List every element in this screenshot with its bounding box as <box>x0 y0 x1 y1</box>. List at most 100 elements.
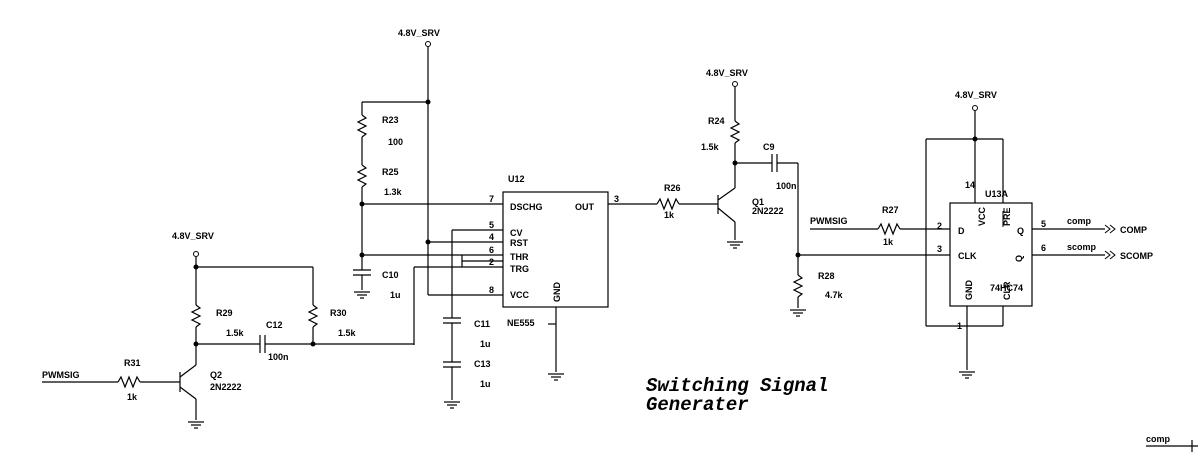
svg-text:2N2222: 2N2222 <box>752 206 784 216</box>
svg-text:COMP: COMP <box>1120 225 1147 235</box>
svg-text:R30: R30 <box>330 308 347 318</box>
svg-text:R25: R25 <box>382 167 399 177</box>
pwmsig-net-label-right: PWMSIG <box>810 216 848 226</box>
power-rail-top: 4.8V_SRV <box>362 28 440 295</box>
svg-text:3: 3 <box>614 194 619 204</box>
title-line-1: Switching Signal <box>646 375 828 397</box>
svg-text:C13: C13 <box>474 359 491 369</box>
svg-text:R31: R31 <box>124 358 141 368</box>
svg-text:C11: C11 <box>474 319 490 329</box>
svg-text:R23: R23 <box>382 115 399 125</box>
transistor-q1: Q1 2N2222 <box>717 163 784 249</box>
resistor-r28: R28 4.7k <box>789 254 950 317</box>
svg-text:8: 8 <box>489 285 494 295</box>
resistor-r24: 4.8V_SRV R24 1.5k <box>701 68 748 166</box>
capacitor-c11: C11 1u <box>443 317 491 362</box>
svg-text:Q: Q <box>1014 255 1024 262</box>
svg-text:R28: R28 <box>818 271 835 281</box>
ic-u13a-74hc74: 4.8V_SRV U13A 14 D CLK VCC PRE GND CLR Q… <box>925 90 1046 379</box>
svg-text:GND: GND <box>552 282 562 303</box>
svg-text:1.5k: 1.5k <box>701 142 720 152</box>
svg-text:R24: R24 <box>708 116 725 126</box>
resistor-r23: R23 100 <box>356 102 403 165</box>
svg-text:1u: 1u <box>480 339 491 349</box>
svg-text:3: 3 <box>937 244 942 254</box>
svg-text:R27: R27 <box>882 205 899 215</box>
capacitor-c12: C12 100n <box>196 320 414 362</box>
svg-text:VCC: VCC <box>977 206 987 226</box>
capacitor-c9: C9 100n <box>735 142 801 258</box>
svg-text:NE555: NE555 <box>507 318 535 328</box>
svg-text:D: D <box>958 226 965 236</box>
svg-text:6: 6 <box>1041 243 1046 253</box>
svg-text:2: 2 <box>489 257 494 267</box>
svg-text:100n: 100n <box>268 352 289 362</box>
svg-text:DSCHG: DSCHG <box>510 202 543 212</box>
svg-text:4: 4 <box>489 232 494 242</box>
svg-text:1.3k: 1.3k <box>384 187 403 197</box>
svg-text:THR: THR <box>510 252 529 262</box>
svg-text:comp: comp <box>1146 434 1171 444</box>
output-scomp: scomp SCOMP <box>1032 242 1153 261</box>
resistor-r30: R30 1.5k <box>307 304 357 344</box>
power-rail-left: 4.8V_SRV <box>172 231 314 305</box>
svg-text:5: 5 <box>489 220 494 230</box>
resistor-r31: PWMSIG R31 1k <box>42 358 180 402</box>
svg-text:CV: CV <box>510 228 523 238</box>
svg-text:GND: GND <box>964 280 974 301</box>
svg-text:TRG: TRG <box>510 264 529 274</box>
svg-text:U13A: U13A <box>985 189 1009 199</box>
resistor-r26: R26 1k <box>608 183 718 220</box>
svg-text:1.5k: 1.5k <box>338 328 357 338</box>
svg-text:Q2: Q2 <box>210 370 222 380</box>
svg-text:1k: 1k <box>883 237 894 247</box>
svg-text:scomp: scomp <box>1067 242 1097 252</box>
svg-text:4.8V_SRV: 4.8V_SRV <box>706 68 748 78</box>
resistor-r27: PWMSIG R27 1k <box>810 205 950 247</box>
svg-text:CLR: CLR <box>1002 281 1012 300</box>
svg-text:100n: 100n <box>776 181 797 191</box>
svg-text:R29: R29 <box>216 308 233 318</box>
svg-text:6: 6 <box>489 245 494 255</box>
svg-text:SCOMP: SCOMP <box>1120 251 1153 261</box>
svg-text:74HC74: 74HC74 <box>990 283 1023 293</box>
svg-text:14: 14 <box>965 180 975 190</box>
capacitor-c10: C10 1u <box>353 269 401 300</box>
svg-text:Q1: Q1 <box>752 197 764 207</box>
svg-text:R26: R26 <box>664 183 681 193</box>
svg-text:C12: C12 <box>266 320 283 330</box>
svg-text:VCC: VCC <box>510 290 530 300</box>
svg-text:2N2222: 2N2222 <box>210 382 242 392</box>
capacitor-c13: C13 1u <box>443 359 491 409</box>
resistor-r25: R25 1.3k <box>356 164 403 270</box>
svg-text:1: 1 <box>957 321 962 331</box>
svg-text:4.7k: 4.7k <box>825 290 844 300</box>
pwmsig-net-label-left: PWMSIG <box>42 370 80 380</box>
comp-net-fragment: comp <box>1146 434 1198 452</box>
svg-text:1u: 1u <box>480 379 491 389</box>
svg-text:OUT: OUT <box>575 202 595 212</box>
svg-text:C10: C10 <box>382 270 399 280</box>
svg-text:5: 5 <box>1041 219 1046 229</box>
svg-text:4.8V_SRV: 4.8V_SRV <box>398 28 440 38</box>
svg-text:1k: 1k <box>664 210 675 220</box>
svg-text:4.8V_SRV: 4.8V_SRV <box>955 90 997 100</box>
title-line-2: Generater <box>646 394 749 416</box>
output-comp: comp COMP <box>1032 216 1147 235</box>
svg-text:7: 7 <box>489 194 494 204</box>
ic-u12-ne555: U12 DSCHG OUT CV RST THR TRG VCC GND 7 5… <box>489 174 619 381</box>
svg-text:RST: RST <box>510 238 529 248</box>
svg-text:PRE: PRE <box>1002 207 1012 226</box>
transistor-q2: Q2 2N2222 <box>179 360 242 429</box>
svg-text:U12: U12 <box>508 174 525 184</box>
svg-text:comp: comp <box>1067 216 1092 226</box>
svg-text:C9: C9 <box>763 142 775 152</box>
svg-text:100: 100 <box>388 137 403 147</box>
resistor-r29: R29 1.5k <box>190 304 245 360</box>
svg-text:2: 2 <box>937 221 942 231</box>
svg-text:CLK: CLK <box>958 251 977 261</box>
svg-text:1u: 1u <box>390 290 401 300</box>
svg-text:1k: 1k <box>127 392 138 402</box>
u12-input-wires <box>362 203 503 345</box>
